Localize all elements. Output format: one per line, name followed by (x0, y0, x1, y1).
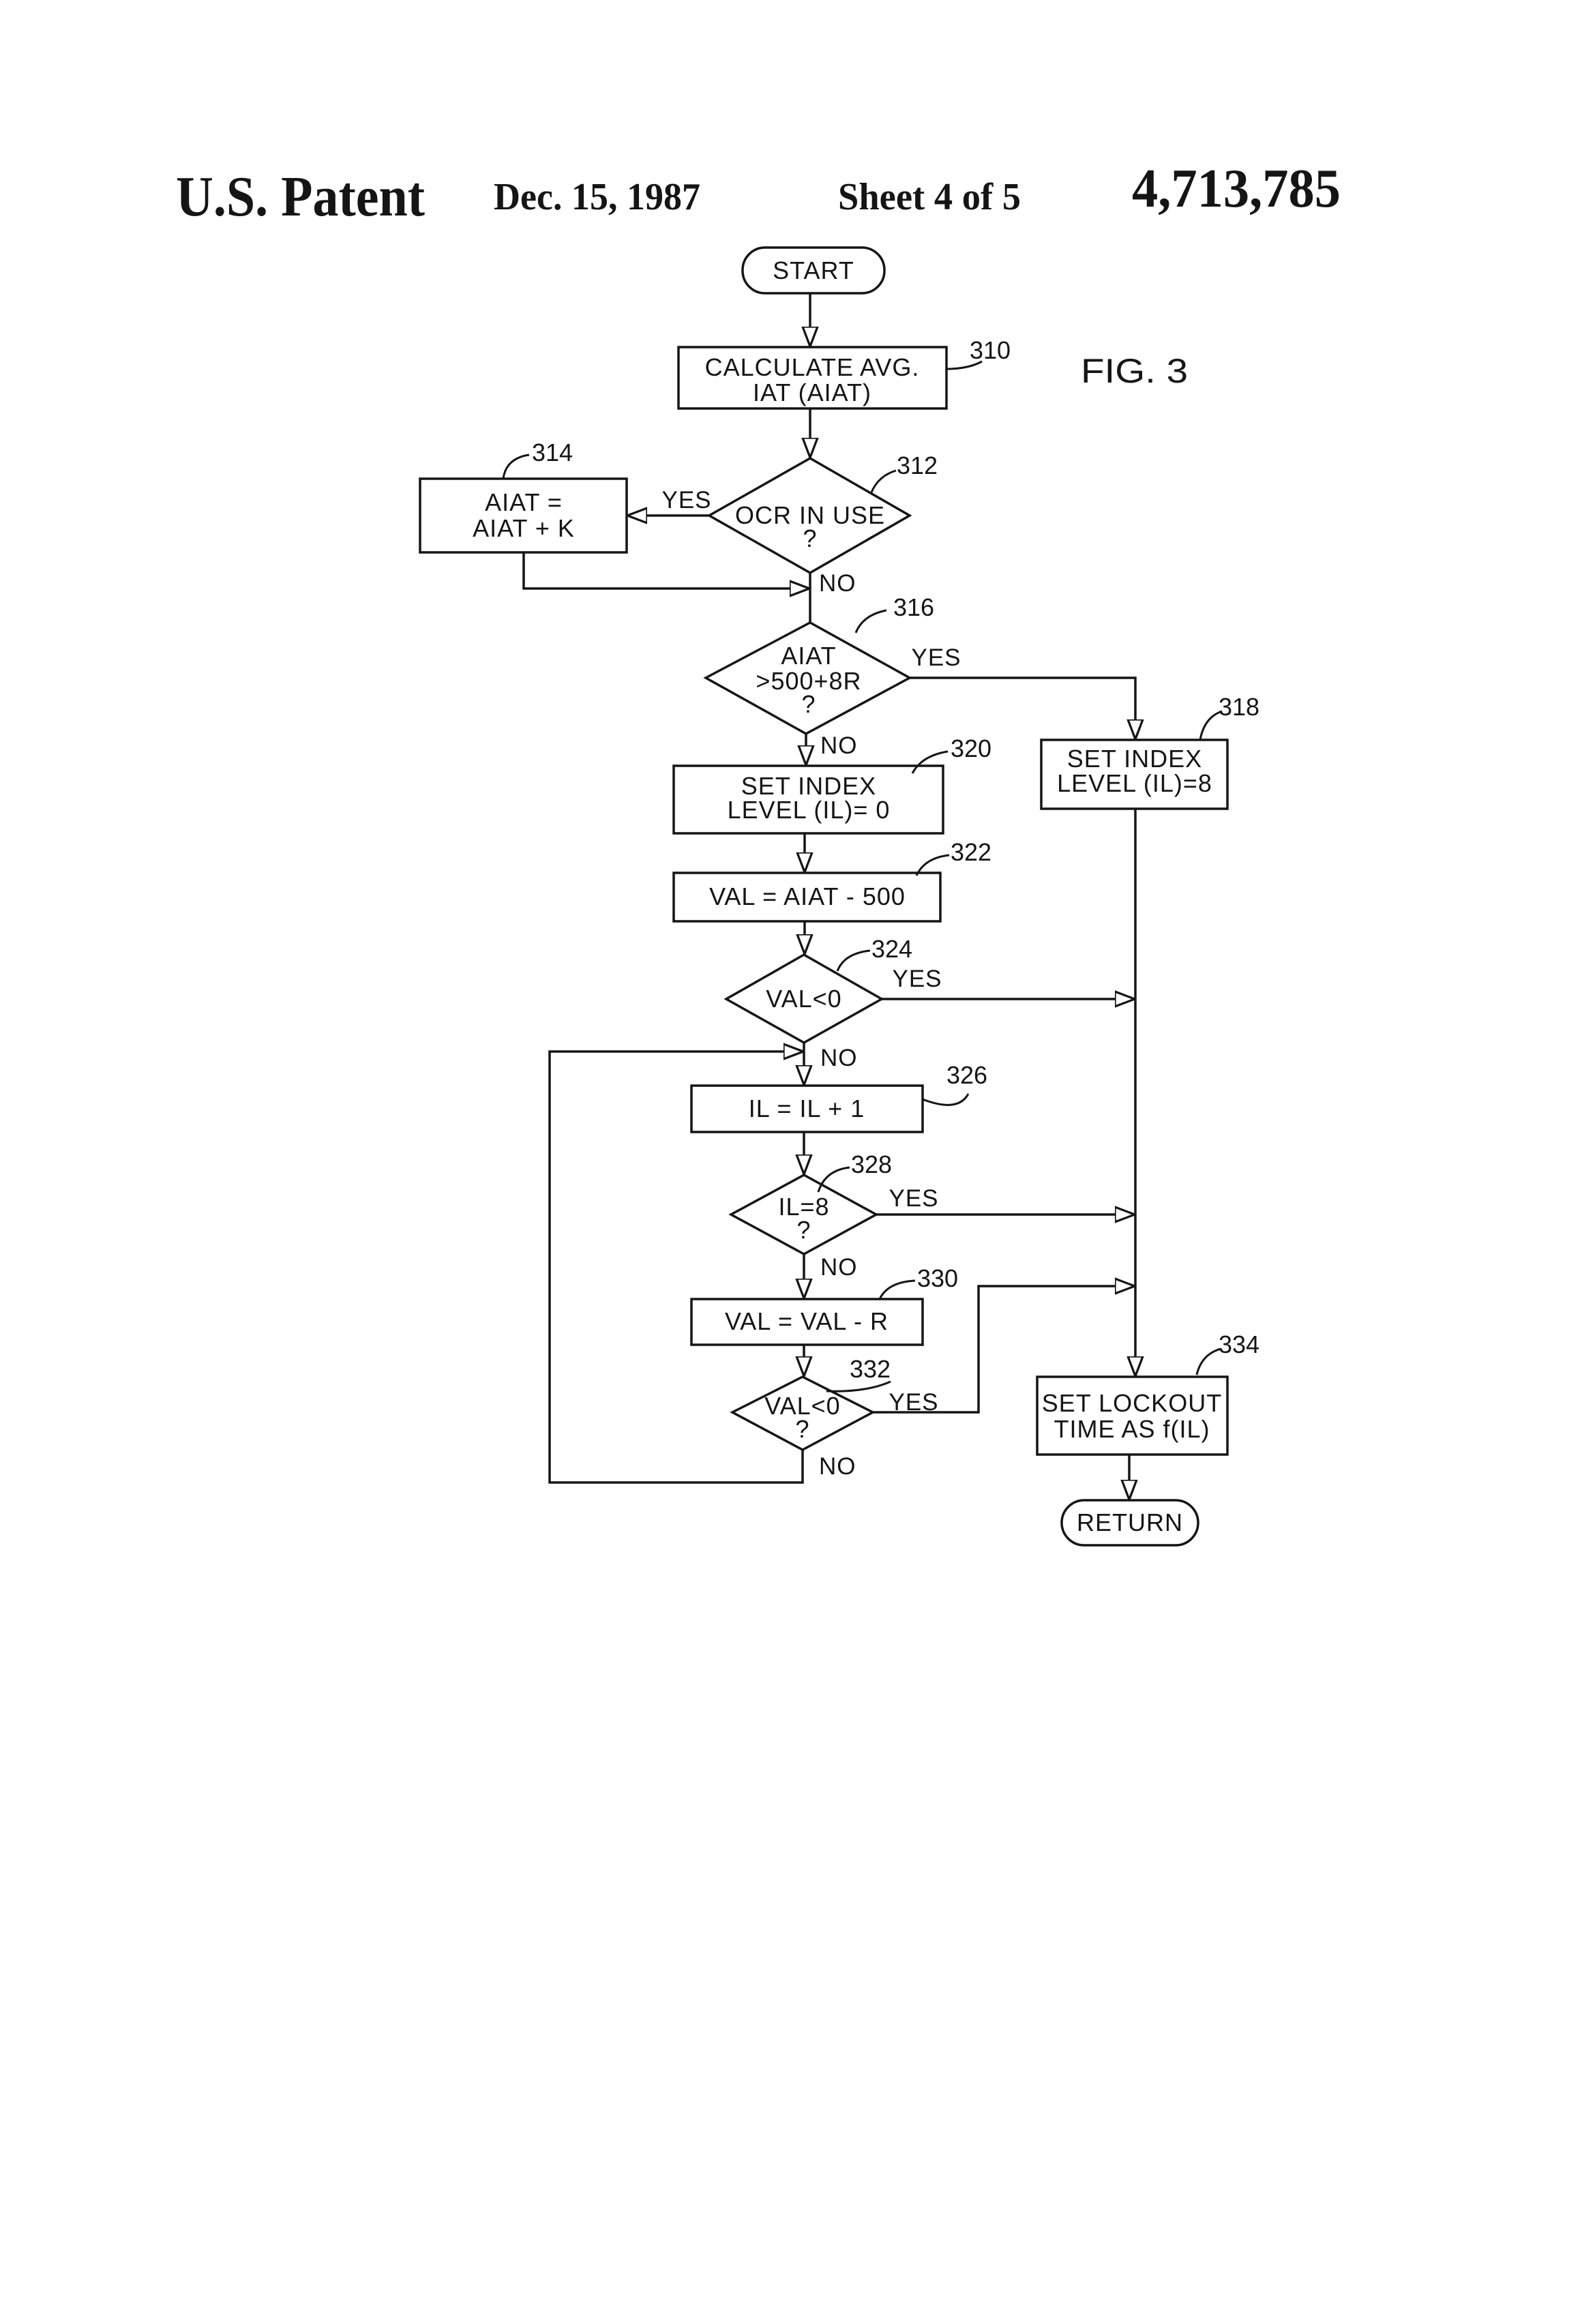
patent-header: U.S. Patent Dec. 15, 1987 Sheet 4 of 5 4… (176, 159, 1341, 228)
return-terminal: RETURN (1062, 1500, 1198, 1545)
reference-numeral-332: 332 (850, 1355, 891, 1383)
reference-numeral-328: 328 (851, 1150, 892, 1178)
reference-numeral-324: 324 (871, 935, 912, 963)
process-box-318: SET INDEX LEVEL (IL)=8 318 (1041, 693, 1259, 809)
reference-leader-312 (871, 471, 896, 492)
reference-numeral-312: 312 (897, 451, 938, 479)
reference-numeral-320: 320 (951, 734, 991, 762)
decision-312-line-2: ? (803, 524, 817, 552)
decision-316-line-3: ? (801, 690, 816, 718)
start-label: START (773, 256, 854, 284)
decision-332-no-label: NO (819, 1453, 856, 1480)
reference-numeral-318: 318 (1219, 693, 1259, 721)
process-box-318-line-1: SET INDEX (1067, 745, 1202, 773)
reference-leader-324 (837, 951, 870, 971)
reference-numeral-314: 314 (532, 438, 573, 466)
decision-324-no-label: NO (820, 1045, 858, 1071)
decision-328-yes-label: YES (889, 1185, 938, 1212)
figure-label: FIG. 3 (1081, 352, 1188, 390)
reference-numeral-310: 310 (970, 336, 1011, 364)
process-box-326-line-1: IL = IL + 1 (749, 1094, 865, 1122)
reference-leader-326 (923, 1094, 968, 1105)
patent-number: 4,713,785 (1132, 159, 1341, 219)
decision-312-no-label: NO (819, 570, 856, 597)
process-box-310: CALCULATE AVG. IAT (AIAT) 310 (678, 336, 1011, 408)
decision-316-line-1: AIAT (781, 642, 836, 670)
process-box-334: SET LOCKOUT TIME AS f(IL) 334 (1037, 1330, 1259, 1455)
reference-leader-316 (856, 610, 886, 633)
process-box-314-line-2: AIAT + K (473, 514, 575, 542)
return-label: RETURN (1077, 1508, 1183, 1536)
process-box-314: AIAT = AIAT + K 314 (420, 438, 627, 552)
decision-324-line-1: VAL<0 (766, 985, 841, 1013)
process-box-320-line-2: LEVEL (IL)= 0 (728, 796, 891, 824)
process-box-330-line-1: VAL = VAL - R (725, 1307, 889, 1335)
patent-date: Dec. 15, 1987 (494, 176, 700, 218)
decision-316-no-label: NO (820, 732, 858, 759)
process-box-314-line-1: AIAT = (485, 488, 563, 516)
start-terminal: START (743, 248, 884, 293)
decision-332-yes-label: YES (889, 1389, 938, 1416)
process-box-310-line-2: IAT (AIAT) (753, 378, 871, 406)
decision-312-yes-label: YES (661, 487, 711, 513)
reference-numeral-334: 334 (1219, 1330, 1259, 1358)
decision-312: OCR IN USE ? 312 YES NO (661, 451, 938, 597)
reference-numeral-322: 322 (951, 838, 991, 866)
reference-leader-314 (503, 455, 529, 479)
sheet-number: Sheet 4 of 5 (838, 176, 1021, 218)
process-box-310-line-1: CALCULATE AVG. (705, 353, 920, 381)
reference-leader-334 (1197, 1349, 1221, 1375)
reference-numeral-326: 326 (946, 1061, 987, 1089)
decision-332-line-2: ? (795, 1415, 809, 1443)
process-box-334-line-1: SET LOCKOUT (1042, 1389, 1222, 1417)
reference-numeral-330: 330 (917, 1264, 958, 1292)
process-box-318-line-2: LEVEL (IL)=8 (1057, 769, 1212, 797)
decision-332: VAL<0 ? 332 YES NO (732, 1355, 939, 1480)
process-box-334-line-2: TIME AS f(IL) (1054, 1415, 1210, 1443)
decision-316-yes-label: YES (911, 644, 961, 671)
process-box-326: IL = IL + 1 326 (691, 1061, 987, 1132)
decision-324-yes-label: YES (892, 966, 942, 992)
decision-328-no-label: NO (820, 1254, 858, 1281)
connector-316-yes-to-318 (910, 678, 1135, 740)
reference-leader-332 (826, 1382, 891, 1391)
reference-leader-330 (880, 1281, 915, 1299)
process-box-322: VAL = AIAT - 500 322 (674, 838, 991, 921)
process-box-322-line-1: VAL = AIAT - 500 (709, 882, 906, 910)
connector-314-to-merge (524, 552, 810, 589)
decision-328-line-2: ? (796, 1216, 811, 1244)
decision-316: AIAT >500+8R ? 316 YES NO (706, 593, 961, 759)
reference-numeral-316: 316 (893, 593, 934, 621)
patent-label: U.S. Patent (176, 165, 425, 228)
